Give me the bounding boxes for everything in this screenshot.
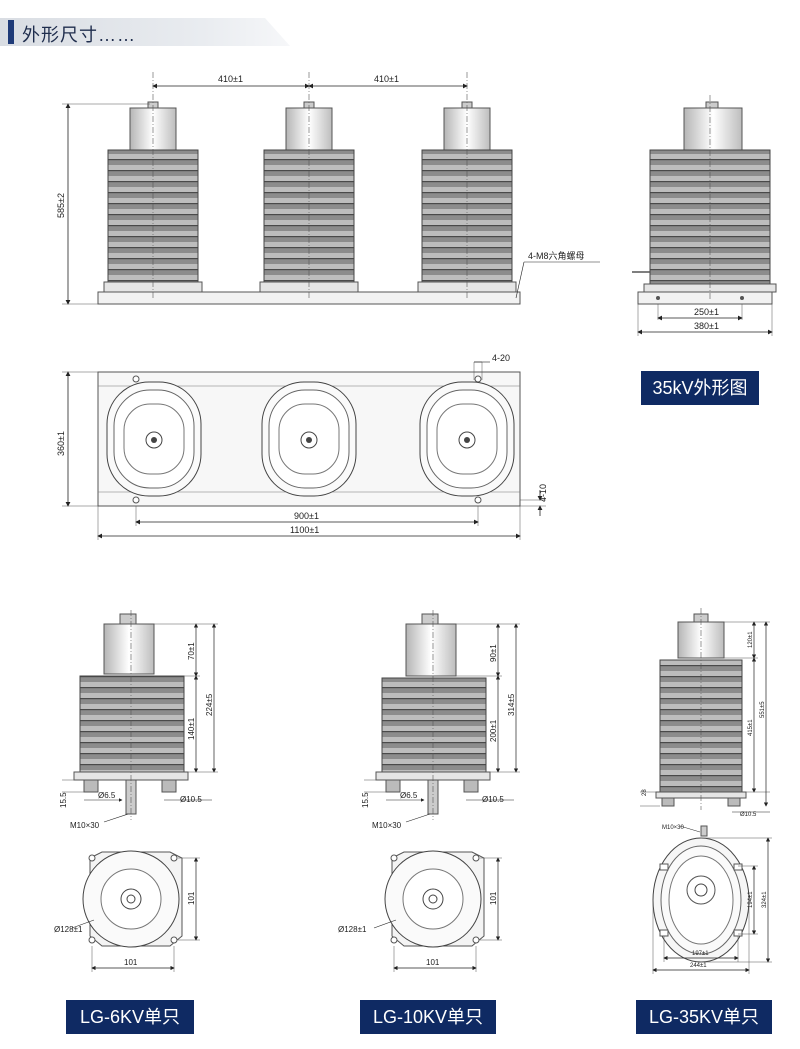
lg10-plan: 101 101 Ø128±1 bbox=[338, 850, 502, 972]
dim-top-b: 410±1 bbox=[374, 74, 399, 84]
dim-lg6-101h: 101 bbox=[124, 958, 138, 967]
dim-lg10-200: 200±1 bbox=[489, 719, 498, 742]
dim-lg10-d105: Ø10.5 bbox=[482, 795, 504, 804]
section-title: 外形尺寸…… bbox=[22, 25, 136, 45]
lg6-plan: 101 101 Ø128±1 bbox=[54, 850, 200, 972]
header-tab-background bbox=[0, 18, 290, 46]
dim-lg35-244: 244±1 bbox=[690, 963, 707, 969]
dim-side-b: 380±1 bbox=[694, 321, 719, 331]
dim-lg35-d105: Ø10.5 bbox=[740, 812, 757, 818]
dim-plate-gap: 4-10 bbox=[538, 484, 548, 502]
dim-lg35-197: 197±1 bbox=[692, 951, 709, 957]
lg35-plan: M10×30 194±1 324±1 197±1 244±1 bbox=[652, 825, 772, 974]
dim-lg10-d65: Ø6.5 bbox=[400, 791, 418, 800]
label-lg10: LG-10KV单只 bbox=[360, 1000, 496, 1034]
label-lg35: LG-35KV单只 bbox=[636, 1000, 772, 1034]
dim-lg10-101v: 101 bbox=[489, 891, 498, 905]
dim-side-a: 250±1 bbox=[694, 307, 719, 317]
dim-lg10-101h: 101 bbox=[426, 958, 440, 967]
dim-lg35-194: 194±1 bbox=[748, 891, 754, 908]
header-accent-bar bbox=[8, 20, 14, 44]
label-35kv-outline: 35kV外形图 bbox=[641, 371, 759, 405]
dim-height: 585±2 bbox=[56, 193, 66, 218]
dim-900: 900±1 bbox=[294, 511, 319, 521]
section-header: 外形尺寸…… bbox=[0, 18, 290, 46]
dim-lg10-128: Ø128±1 bbox=[338, 925, 367, 934]
dim-lg6-140: 140±1 bbox=[187, 717, 196, 740]
dim-lg35-324: 324±1 bbox=[762, 891, 768, 908]
dim-slot: 4-20 bbox=[492, 353, 510, 363]
lg35-elevation: 120±1 415±1 551±5 28 Ø10.5 bbox=[640, 608, 770, 818]
dim-lg6-155: 15.5 bbox=[59, 792, 68, 808]
dim-top-a: 410±1 bbox=[218, 74, 243, 84]
plan-insulator-3 bbox=[419, 381, 515, 497]
dim-lg6-70: 70±1 bbox=[187, 642, 196, 660]
dim-lg6-224: 224±5 bbox=[205, 693, 214, 716]
dim-lg6-101v: 101 bbox=[187, 891, 196, 905]
dim-lg10-m10: M10×30 bbox=[372, 821, 402, 830]
plan-view: 360±1 4-20 4-10 900±1 1100±1 bbox=[56, 353, 548, 540]
side-view-35kv: 250±1 380±1 bbox=[632, 95, 777, 336]
lg10-elevation: 90±1 200±1 314±5 15.5 Ø6.5 Ø10.5 M10×30 bbox=[361, 610, 520, 830]
dim-lg6-d105: Ø10.5 bbox=[180, 795, 202, 804]
dim-lg35-551: 551±5 bbox=[760, 701, 766, 718]
dim-lg35-28: 28 bbox=[642, 789, 648, 796]
plan-insulator-1 bbox=[106, 381, 202, 497]
lg6-elevation: 70±1 140±1 224±5 15.5 Ø6.5 Ø10.5 M10×30 bbox=[59, 610, 218, 830]
front-elevation-view: 410±1 410±1 585±2 4-M8六角螺母 bbox=[56, 72, 600, 305]
dim-lg6-128: Ø128±1 bbox=[54, 925, 83, 934]
dim-lg35-120: 120±1 bbox=[748, 631, 754, 648]
dim-1100: 1100±1 bbox=[290, 525, 319, 535]
label-lg6: LG-6KV单只 bbox=[66, 1000, 194, 1034]
dim-lg6-d65: Ø6.5 bbox=[98, 791, 116, 800]
dim-lg35-415: 415±1 bbox=[748, 719, 754, 736]
dim-lg10-90: 90±1 bbox=[489, 644, 498, 662]
dim-lg35-m10: M10×30 bbox=[662, 825, 685, 831]
dim-lg10-314: 314±5 bbox=[507, 693, 516, 716]
dim-lg10-155: 15.5 bbox=[361, 792, 370, 808]
dim-lg6-m10: M10×30 bbox=[70, 821, 100, 830]
dim-depth: 360±1 bbox=[56, 431, 66, 456]
dim-nut: 4-M8六角螺母 bbox=[528, 250, 585, 261]
plan-insulator-2 bbox=[261, 381, 357, 497]
